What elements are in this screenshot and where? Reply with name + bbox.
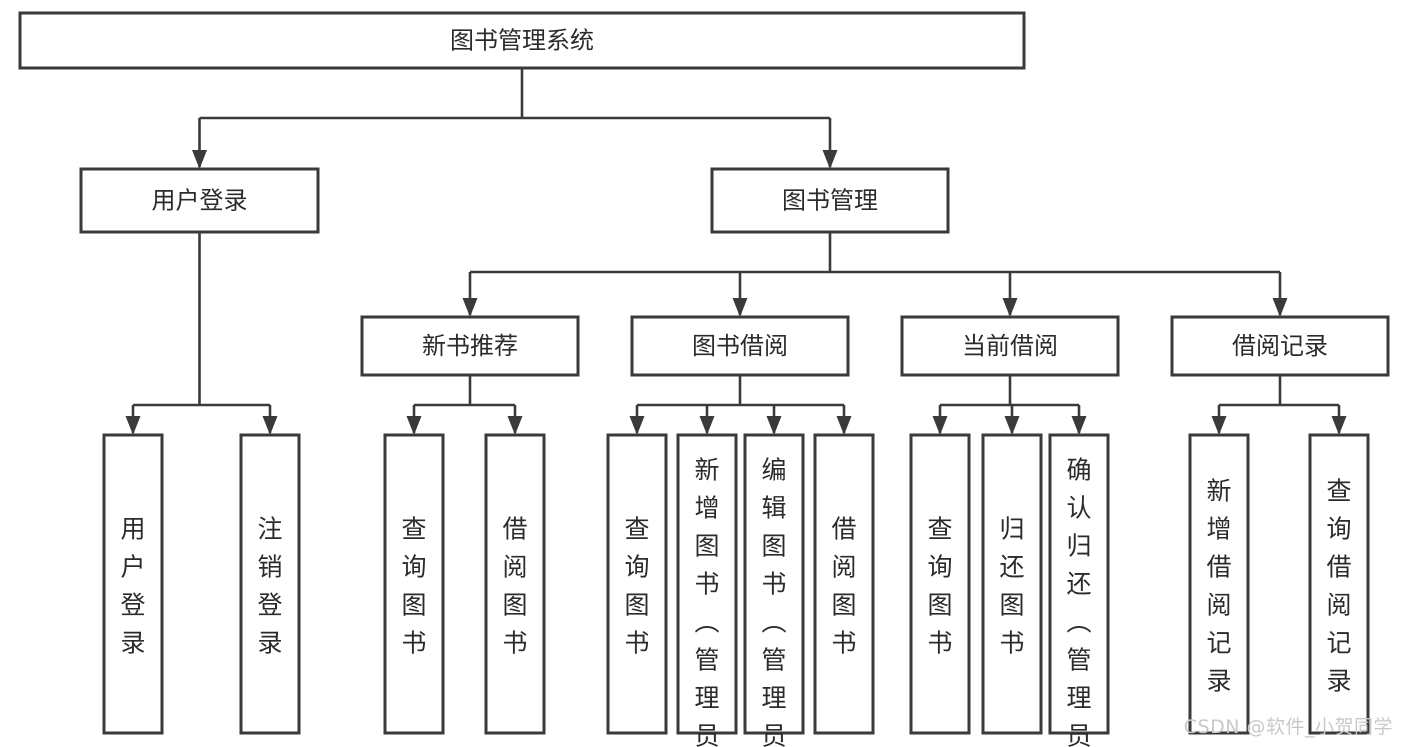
- arrow-head-icon: [822, 150, 838, 169]
- arrow-head-icon: [732, 298, 748, 317]
- leaf-node-10-box[interactable]: [1048, 433, 1110, 735]
- leaf-node-label: 注销登录: [257, 515, 282, 658]
- leaf-node-0-box[interactable]: [102, 433, 164, 735]
- leaf-node-label: 确认归还︵管理员︶: [1066, 456, 1091, 747]
- leaf-node-3[interactable]: 借阅图书: [484, 433, 546, 735]
- branch-node-0-box[interactable]: [79, 167, 320, 234]
- node-layer: 图书管理系统用户登录图书管理新书推荐图书借阅当前借阅借阅记录用户登录注销登录查询…: [18, 11, 1390, 747]
- leaf-node-6[interactable]: 编辑图书︵管理员︶: [743, 433, 805, 747]
- leaf-node-4[interactable]: 查询图书: [606, 433, 668, 735]
- branch-node-0[interactable]: 用户登录: [79, 167, 320, 234]
- leaf-node-2[interactable]: 查询图书: [383, 433, 445, 735]
- branch-node-3[interactable]: 图书借阅: [630, 315, 850, 377]
- arrow-head-icon: [766, 416, 782, 435]
- leaf-node-5[interactable]: 新增图书︵管理员︶: [676, 433, 738, 747]
- leaf-node-1[interactable]: 注销登录: [239, 433, 301, 735]
- root-node[interactable]: 图书管理系统: [18, 11, 1026, 70]
- branch-node-2-box[interactable]: [360, 315, 580, 377]
- csdn-watermark: CSDN @软件_小贺同学: [1183, 716, 1393, 738]
- branch-node-2[interactable]: 新书推荐: [360, 315, 580, 377]
- branch-node-5[interactable]: 借阅记录: [1170, 315, 1390, 377]
- branch-node-5-box[interactable]: [1170, 315, 1390, 377]
- arrow-head-icon: [1071, 416, 1087, 435]
- arrow-head-icon: [1331, 416, 1347, 435]
- branch-node-3-box[interactable]: [630, 315, 850, 377]
- leaf-node-2-box[interactable]: [383, 433, 445, 735]
- branch-node-label: 图书借阅: [692, 332, 788, 360]
- arrow-head-icon: [462, 298, 478, 317]
- leaf-node-label: 用户登录: [120, 515, 145, 658]
- arrow-head-icon: [507, 416, 523, 435]
- leaf-node-label: 查询借阅记录: [1326, 477, 1351, 696]
- leaf-node-10[interactable]: 确认归还︵管理员︶: [1048, 433, 1110, 747]
- leaf-node-11[interactable]: 新增借阅记录: [1188, 433, 1250, 735]
- leaf-node-0[interactable]: 用户登录: [102, 433, 164, 735]
- root-node-box[interactable]: [18, 11, 1026, 70]
- leaf-node-label: 归还图书: [999, 515, 1024, 658]
- leaf-node-label: 新增借阅记录: [1206, 477, 1231, 696]
- branch-node-4-box[interactable]: [900, 315, 1120, 377]
- leaf-node-8[interactable]: 查询图书: [909, 433, 971, 735]
- arrow-head-icon: [406, 416, 422, 435]
- arrow-head-icon: [1002, 298, 1018, 317]
- leaf-node-label: 查询图书: [401, 515, 426, 658]
- branch-node-label: 用户登录: [152, 187, 248, 215]
- arrow-head-icon: [836, 416, 852, 435]
- leaf-node-label: 借阅图书: [831, 515, 856, 658]
- leaf-node-9[interactable]: 归还图书: [981, 433, 1043, 735]
- arrow-head-icon: [1211, 416, 1227, 435]
- arrow-head-icon: [699, 416, 715, 435]
- arrow-head-icon: [932, 416, 948, 435]
- branch-node-1-box[interactable]: [710, 167, 950, 234]
- leaf-node-3-box[interactable]: [484, 433, 546, 735]
- leaf-node-label: 借阅图书: [502, 515, 527, 658]
- leaf-node-1-box[interactable]: [239, 433, 301, 735]
- arrow-head-icon: [192, 150, 207, 169]
- leaf-node-11-box[interactable]: [1188, 433, 1250, 735]
- arrow-head-icon: [629, 416, 645, 435]
- branch-node-label: 新书推荐: [422, 332, 518, 360]
- leaf-node-label: 新增图书︵管理员︶: [694, 456, 719, 747]
- branch-node-label: 当前借阅: [962, 332, 1058, 360]
- branch-node-4[interactable]: 当前借阅: [900, 315, 1120, 377]
- leaf-node-7[interactable]: 借阅图书: [813, 433, 875, 735]
- arrow-head-icon: [262, 416, 278, 435]
- branch-node-label: 图书管理: [782, 187, 878, 215]
- leaf-node-8-box[interactable]: [909, 433, 971, 735]
- leaf-node-5-box[interactable]: [676, 433, 738, 735]
- arrow-head-icon: [125, 416, 141, 435]
- branch-node-label: 借阅记录: [1232, 332, 1328, 360]
- leaf-node-label: 编辑图书︵管理员︶: [761, 456, 786, 747]
- leaf-node-label: 查询图书: [927, 515, 952, 658]
- leaf-node-label: 查询图书: [624, 515, 649, 658]
- leaf-node-12-box[interactable]: [1308, 433, 1370, 735]
- root-node-label: 图书管理系统: [450, 27, 594, 55]
- leaf-node-6-box[interactable]: [743, 433, 805, 735]
- leaf-node-7-box[interactable]: [813, 433, 875, 735]
- leaf-node-4-box[interactable]: [606, 433, 668, 735]
- branch-node-1[interactable]: 图书管理: [710, 167, 950, 234]
- connector-layer: [125, 68, 1347, 435]
- leaf-node-12[interactable]: 查询借阅记录: [1308, 433, 1370, 735]
- arrow-head-icon: [1004, 416, 1020, 435]
- leaf-node-9-box[interactable]: [981, 433, 1043, 735]
- arrow-head-icon: [1272, 298, 1288, 317]
